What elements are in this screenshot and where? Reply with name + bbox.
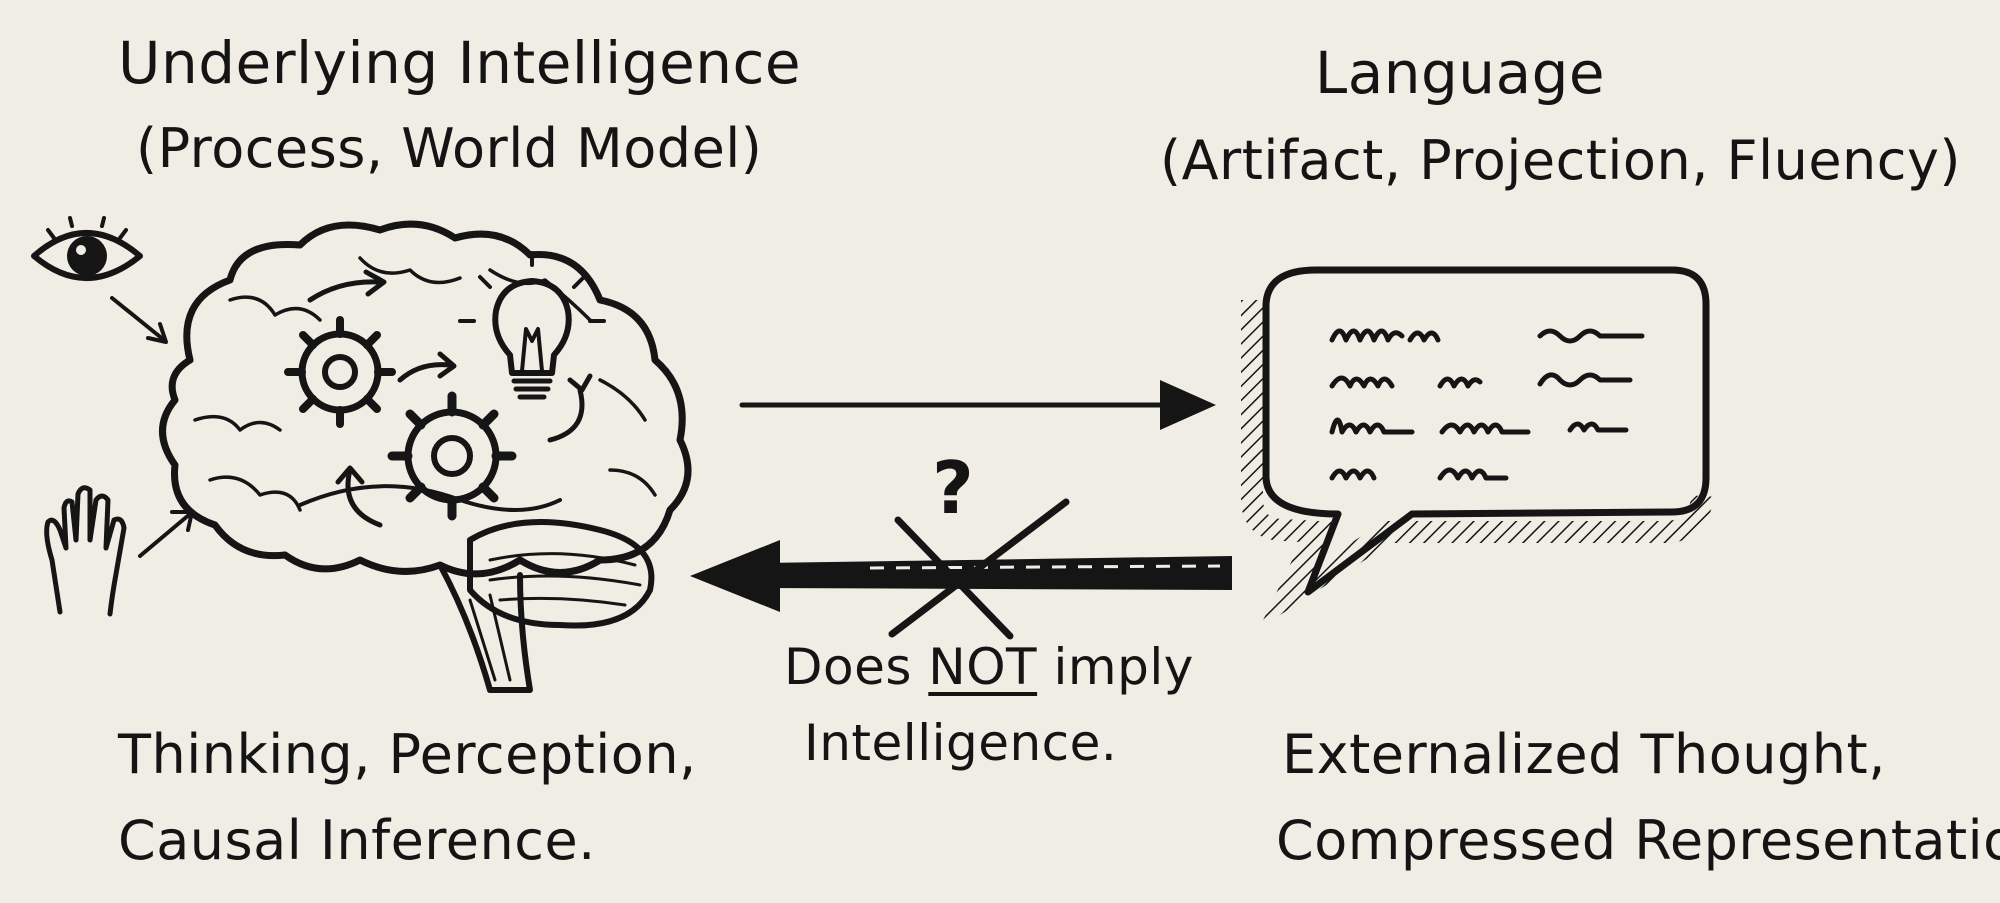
implication-note-line1: Does NOT imply — [784, 638, 1194, 696]
reverse-arrow — [690, 540, 1232, 612]
left-caption-line2: Causal Inference. — [118, 809, 596, 872]
lightbulb-icon — [458, 251, 606, 400]
gear-icon — [284, 316, 396, 428]
left-subtitle: (Process, World Model) — [136, 117, 763, 180]
not-emphasis: NOT — [928, 638, 1038, 696]
speech-bubble-icon — [1241, 266, 1713, 629]
left-title: Underlying Intelligence — [118, 29, 802, 97]
gear-icon — [387, 391, 517, 521]
eye-arrow — [110, 296, 168, 344]
forward-arrow — [739, 380, 1216, 430]
eye-icon — [31, 216, 143, 281]
text-scribbles — [1329, 328, 1645, 481]
brain-icon — [159, 220, 692, 693]
right-title: Language — [1314, 39, 1606, 107]
right-caption-line1: Externalized Thought, — [1282, 723, 1886, 786]
right-subtitle: (Artifact, Projection, Fluency) — [1160, 129, 1961, 192]
question-mark: ? — [932, 446, 975, 530]
hand-icon — [44, 485, 127, 617]
hand-arrow — [138, 510, 194, 558]
left-caption-line1: Thinking, Perception, — [118, 723, 697, 786]
implication-note-line2: Intelligence. — [804, 714, 1118, 772]
right-caption-line2: Compressed Representation. — [1276, 809, 2000, 872]
cross-out-mark — [888, 498, 1070, 640]
